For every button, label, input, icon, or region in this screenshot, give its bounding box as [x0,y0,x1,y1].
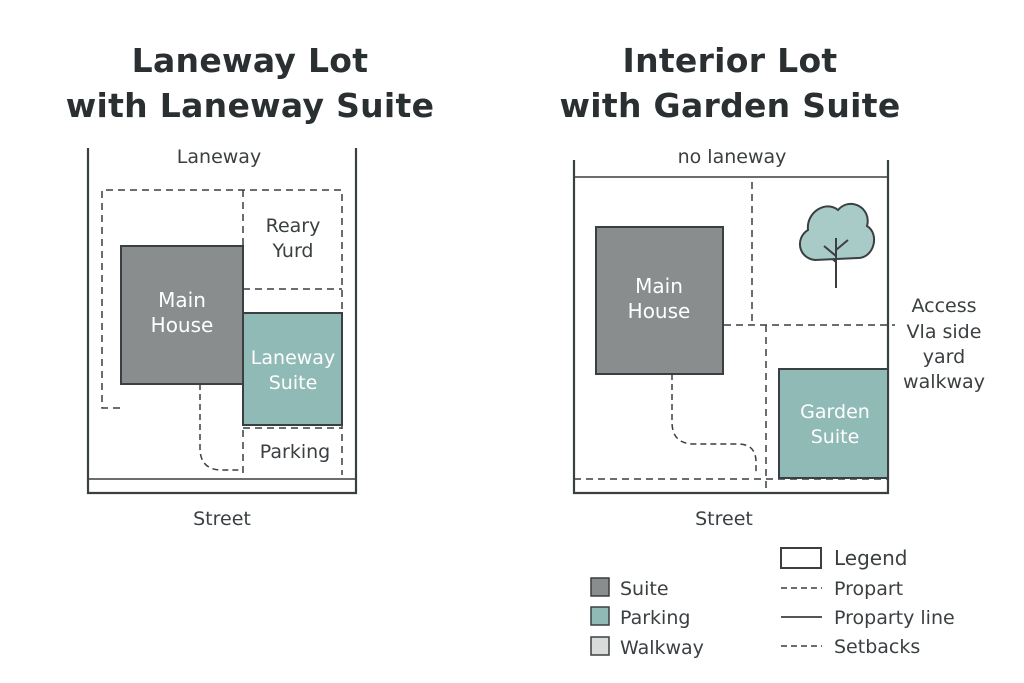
right-main-house [595,226,724,375]
legend-label-propart: Propart [834,578,903,600]
right-suite-label-line1: Garden [800,401,870,423]
tree-icon [799,203,876,288]
left-suite-label-line1: Laneway [251,347,335,369]
right-garden-suite [778,368,889,479]
legend-label-walkway: Walkway [620,637,704,659]
legend-label-setbacks: Setbacks [834,636,920,658]
left-setback-line [101,189,343,475]
right-street-label: Street [695,508,753,530]
left-laneway-label: Laneway [177,146,261,168]
left-rear-yard-line2: Yurd [271,240,313,262]
right-main-house-label-line1: Main [635,274,683,298]
legend: Legend Suite Parking Walkway Propart Pro… [590,546,955,659]
left-rear-yard-line1: Reary [266,215,321,237]
left-main-house [120,245,244,385]
left-title-line2: with Laneway Suite [65,86,435,125]
right-title-line1: Interior Lot [622,41,838,80]
legend-swatch-walkway [590,636,610,656]
legend-title-box [780,547,822,569]
left-title-line1: Laneway Lot [131,41,369,80]
left-laneway-suite [242,312,343,426]
right-suite-label-line2: Suite [811,426,860,448]
access-label-line1: Access [911,295,976,317]
right-title-line2: with Garden Suite [559,86,901,125]
right-lot-boundary [572,160,890,495]
right-main-house-label-line2: House [628,299,691,323]
legend-label-suite: Suite [620,578,669,600]
access-label-line4: walkway [903,371,985,393]
right-lot-title: Interior Lot with Garden Suite [520,38,940,128]
left-parking-label: Parking [260,441,330,463]
left-suite-label-line2: Suite [269,372,318,394]
access-label-line2: Vla side [907,321,982,343]
left-lot: Laneway Main House Laneway Suite Reary Y… [86,146,358,530]
legend-title: Legend [834,546,907,570]
legend-swatch-suite [590,577,610,597]
access-label-line3: yard [923,346,965,368]
right-walkway-path [671,374,757,474]
left-street-label: Street [193,508,251,530]
left-main-house-label-line2: House [151,313,214,337]
right-no-laneway-label: no laneway [678,146,787,168]
legend-label-property: Proparty line [834,607,955,629]
left-lot-boundary [86,148,358,495]
left-main-house-label-line1: Main [158,288,206,312]
right-lot: no laneway Main House Garden Suite Acce [572,146,985,530]
left-walkway-path [199,384,243,471]
legend-swatch-parking [590,606,610,626]
left-lot-title: Laneway Lot with Laneway Suite [40,38,460,128]
legend-label-parking: Parking [620,607,690,629]
